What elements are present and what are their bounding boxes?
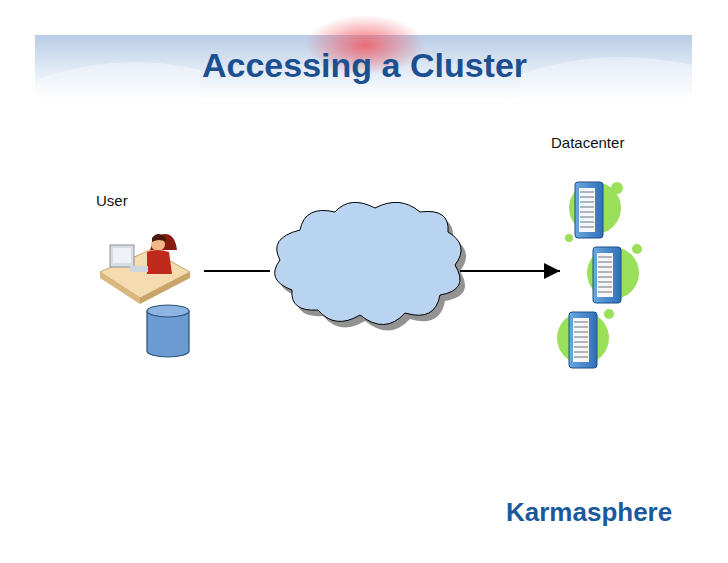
slide-title: Accessing a Cluster: [202, 46, 527, 85]
connector-line: [204, 271, 560, 272]
user-label: User: [96, 192, 128, 209]
logo-text: Karmasphere: [506, 497, 672, 528]
database-cylinder: [147, 305, 189, 357]
user-figure: [100, 234, 190, 304]
network-cloud: [275, 202, 466, 330]
header-band: [35, 15, 692, 100]
datacenter-label: Datacenter: [551, 134, 624, 151]
server-rack: [557, 182, 642, 368]
